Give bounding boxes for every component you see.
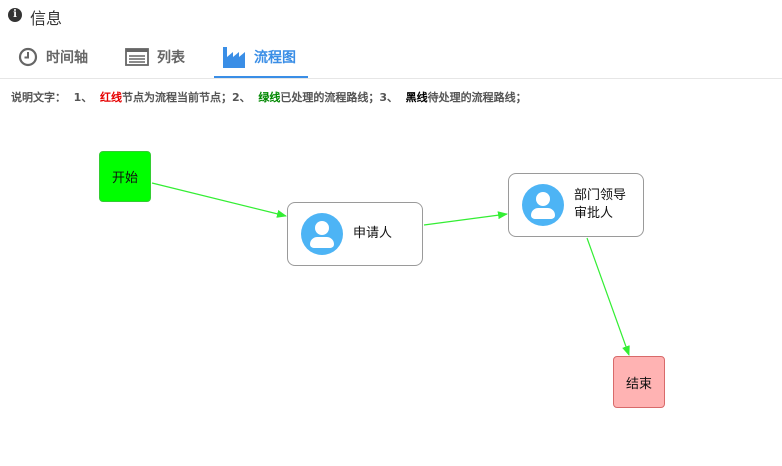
tab-bar: 时间轴 列表 流程图 bbox=[0, 38, 782, 79]
flow-node-dept-leader[interactable]: 部门领导 审批人 bbox=[508, 173, 644, 237]
tab-flowchart-label: 流程图 bbox=[254, 50, 296, 66]
flow-node-start[interactable]: 开始 bbox=[99, 151, 151, 202]
flow-node-end[interactable]: 结束 bbox=[613, 356, 665, 408]
legend-green-line: 绿线 bbox=[258, 91, 281, 104]
list-icon bbox=[125, 48, 149, 66]
flow-node-end-label: 结束 bbox=[626, 376, 653, 392]
header: i 信息 bbox=[0, 0, 782, 34]
legend-description: 说明文字： 1、 红线节点为流程当前节点；2、 绿线已处理的流程路线；3、 黑线… bbox=[11, 91, 527, 104]
edge-task2-to-end bbox=[586, 237, 630, 356]
info-icon: i bbox=[8, 8, 22, 22]
factory-icon bbox=[222, 45, 246, 69]
flow-node-dept-leader-label: 部门领导 审批人 bbox=[574, 188, 627, 221]
legend-black-line: 黑线 bbox=[405, 91, 428, 104]
clock-icon bbox=[18, 47, 38, 67]
tab-timeline-label: 时间轴 bbox=[46, 50, 88, 66]
legend-red-line: 红线 bbox=[100, 91, 122, 104]
edge-start-to-task1 bbox=[151, 182, 287, 218]
page-title: 信息 bbox=[30, 9, 63, 28]
flow-node-applicant-label: 申请人 bbox=[353, 226, 393, 241]
tab-list-label: 列表 bbox=[157, 50, 185, 66]
user-avatar-icon bbox=[522, 184, 564, 226]
edge-task1-to-task2 bbox=[423, 211, 508, 226]
tab-flowchart[interactable]: 流程图 bbox=[214, 38, 308, 78]
tab-timeline[interactable]: 时间轴 bbox=[18, 38, 88, 76]
user-avatar-icon bbox=[301, 213, 343, 255]
flow-node-start-label: 开始 bbox=[112, 171, 139, 186]
flow-node-applicant[interactable]: 申请人 bbox=[287, 202, 423, 266]
tab-list[interactable]: 列表 bbox=[125, 38, 185, 76]
